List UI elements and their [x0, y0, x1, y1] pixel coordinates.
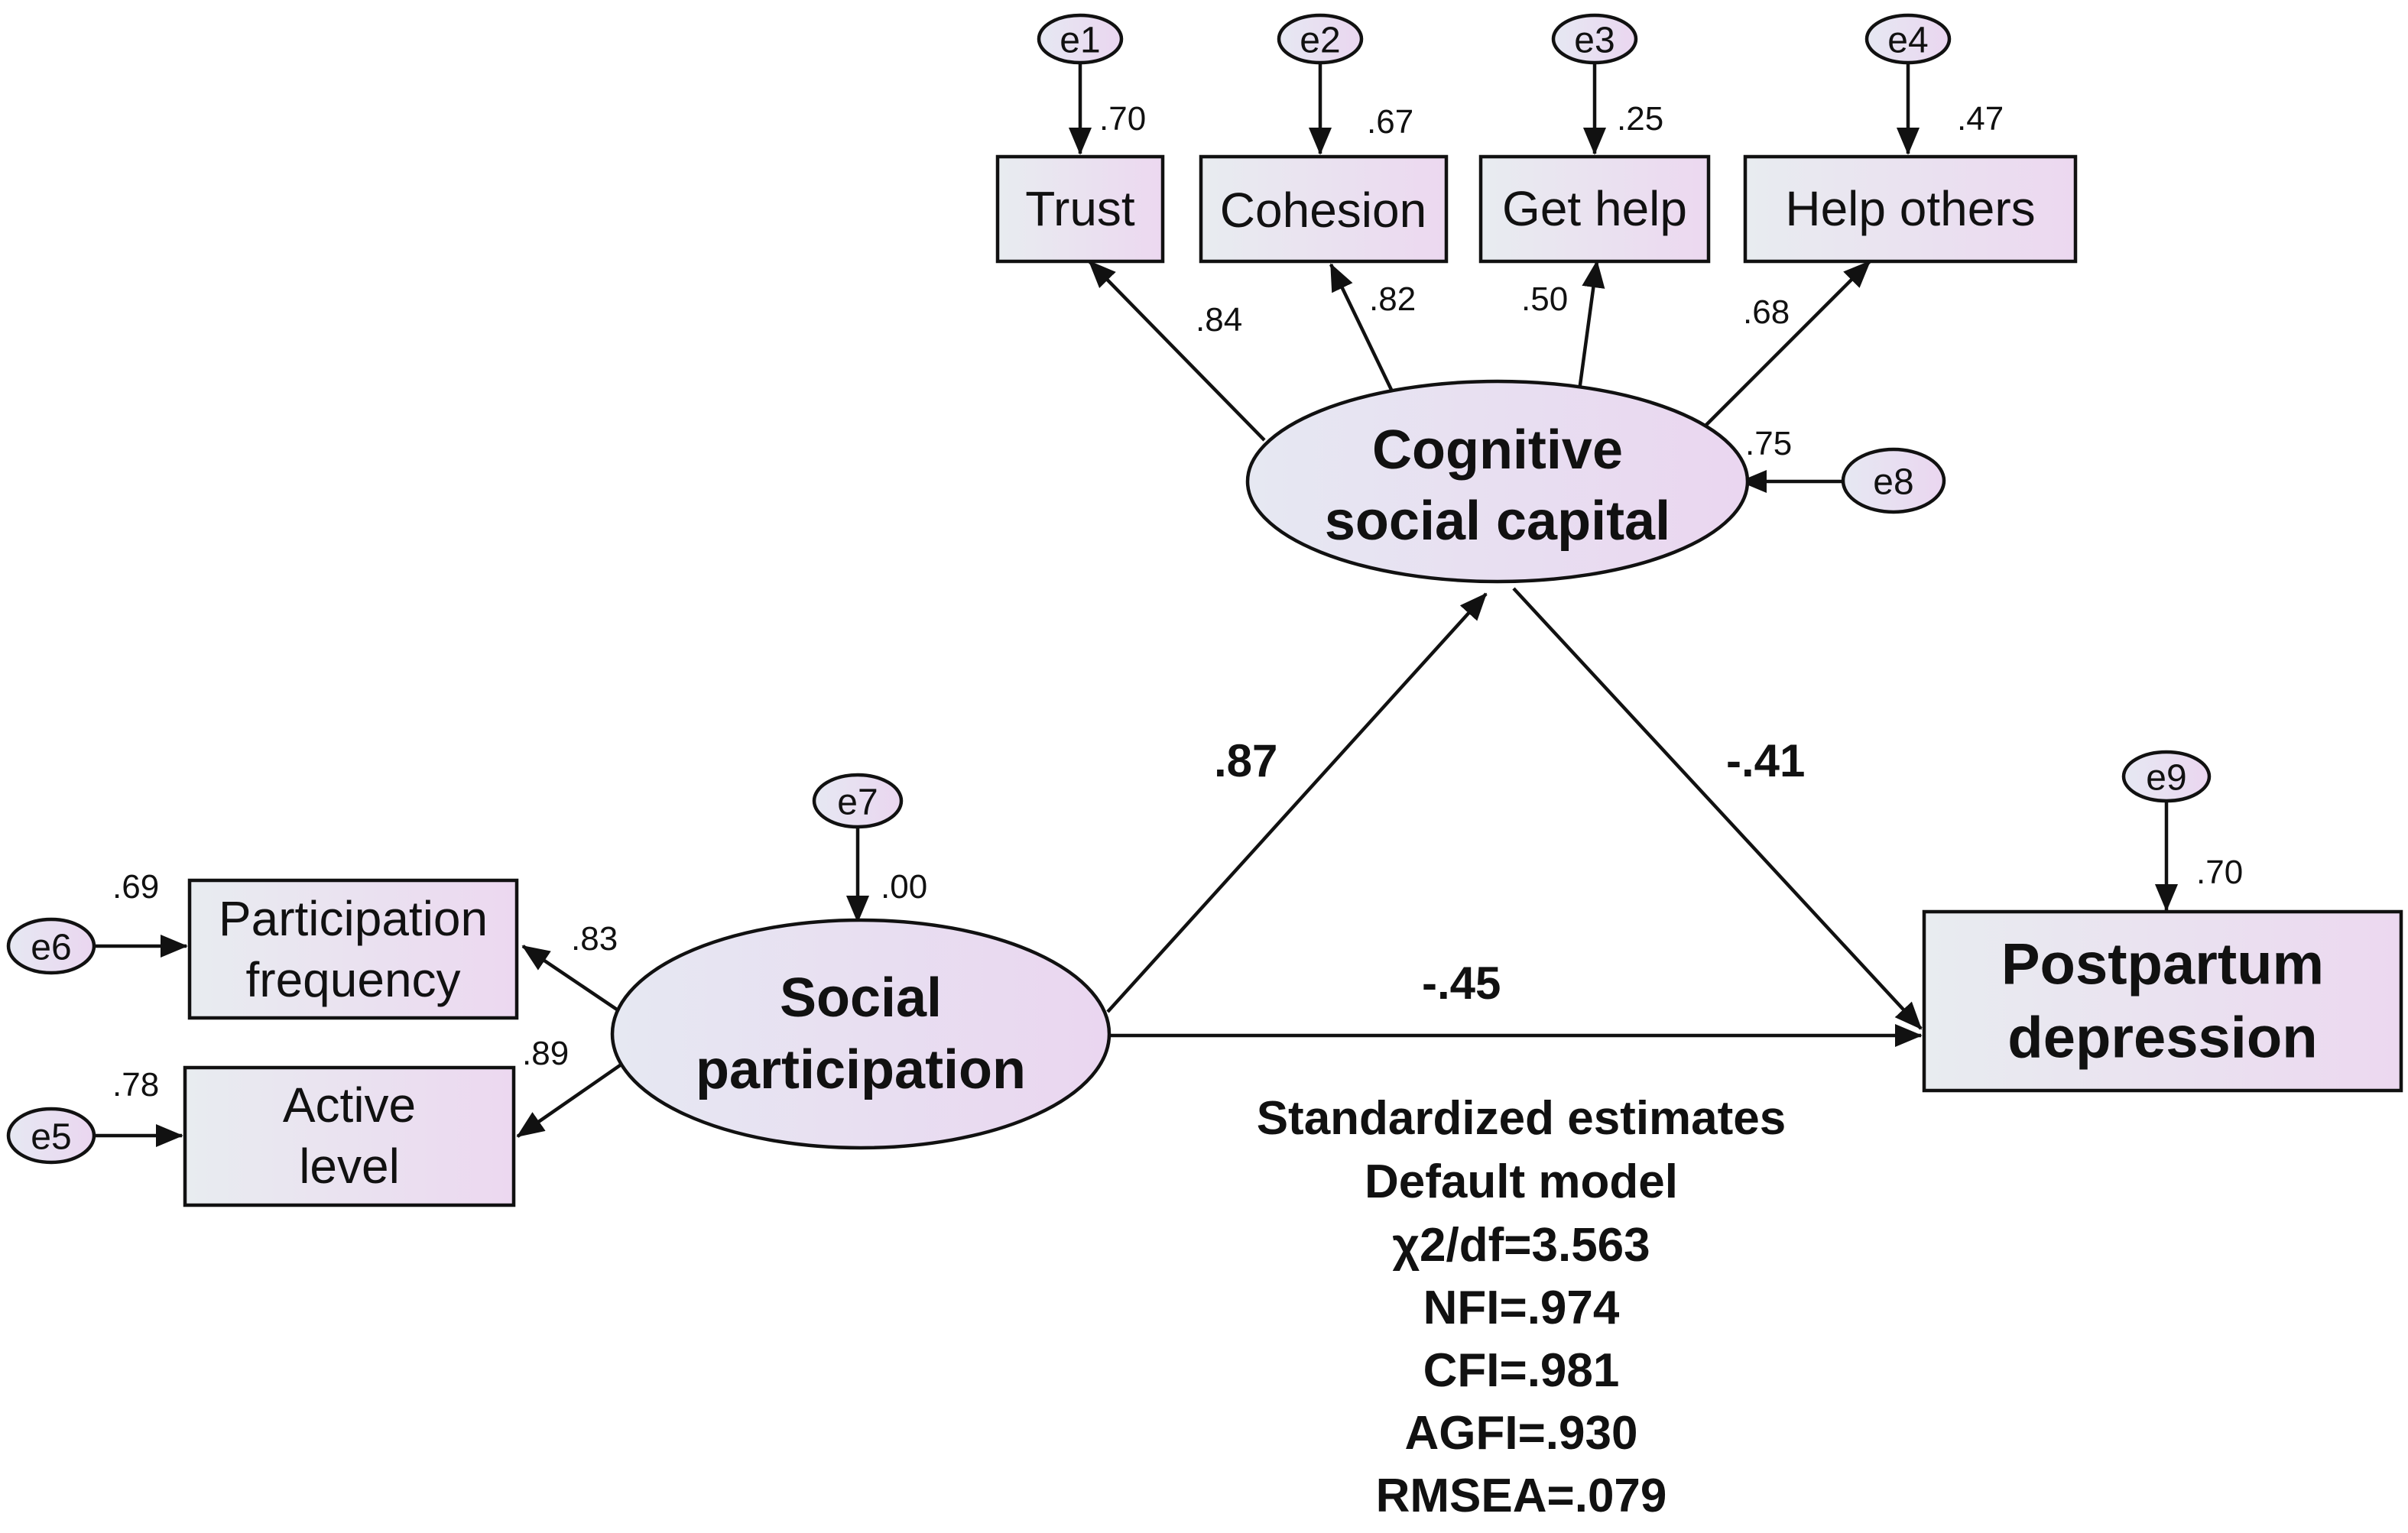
indicator-active-level: Active level — [183, 1065, 516, 1207]
indicator-trust-label: Trust — [1025, 181, 1135, 236]
arrow-cognitive-get-help — [1577, 260, 1605, 391]
error-e9-label: e9 — [2146, 758, 2186, 799]
error-e3: e3 — [1551, 13, 1638, 65]
loading-help-others: .68 — [1743, 293, 1790, 331]
arrow-social-participation-frequency — [521, 945, 618, 1011]
error-e2-label: e2 — [1300, 21, 1340, 61]
path-cognitive-to-outcome: -.41 — [1726, 735, 1805, 786]
error-e6-label: e6 — [31, 928, 71, 968]
error-e4-label: e4 — [1887, 21, 1928, 61]
error-e4: e4 — [1864, 13, 1952, 65]
loading-participation-frequency: .83 — [571, 920, 618, 958]
error-e1-label: e1 — [1060, 21, 1100, 61]
r2-cohesion: .67 — [1367, 103, 1413, 141]
loading-cohesion: .82 — [1369, 280, 1416, 318]
fit-line-chi-square: χ2/df=3.563 — [1392, 1219, 1650, 1272]
latent-cognitive-line2: social capital — [1325, 491, 1670, 552]
path-social-to-cognitive: .87 — [1214, 735, 1277, 786]
fit-line-rmsea: RMSEA=.079 — [1376, 1470, 1667, 1522]
error-e1: e1 — [1037, 13, 1124, 65]
r2-participation-frequency: .69 — [112, 868, 159, 906]
loading-trust: .84 — [1196, 301, 1242, 339]
indicator-cohesion-label: Cohesion — [1220, 183, 1426, 238]
arrow-social-active-level — [516, 1062, 624, 1138]
fit-line-cfi: CFI=.981 — [1423, 1344, 1620, 1397]
indicator-participation-frequency: Participation frequency — [187, 878, 519, 1020]
latent-cognitive-line1: Cognitive — [1372, 420, 1623, 481]
r2-cognitive: .75 — [1745, 425, 1792, 462]
arrow-cognitive-trust — [1088, 260, 1266, 442]
loading-get-help: .50 — [1521, 280, 1568, 318]
r2-outcome: .70 — [2196, 854, 2243, 891]
r2-trust: .70 — [1099, 100, 1146, 138]
arrow-cognitive-help-others — [1699, 260, 1871, 433]
error-e9: e9 — [2121, 750, 2212, 803]
latent-social-participation: Social participation — [610, 918, 1112, 1150]
arrow-social-to-cognitive — [1106, 592, 1488, 1013]
model-fit-summary: Standardized estimates Default model χ2/… — [1257, 1092, 1787, 1522]
error-e5-label: e5 — [31, 1117, 71, 1158]
indicator-active-level-line1: Active — [283, 1078, 416, 1133]
r2-active-level: .78 — [112, 1066, 159, 1104]
indicator-help-others: Help others — [1743, 154, 2078, 264]
outcome-line2: depression — [2007, 1006, 2317, 1071]
outcome-line1: Postpartum — [2001, 932, 2324, 997]
indicator-trust: Trust — [995, 154, 1165, 264]
error-e7: e7 — [812, 773, 904, 829]
outcome-postpartum-depression: Postpartum depression — [1922, 909, 2403, 1093]
error-e7-label: e7 — [837, 783, 878, 823]
latent-cognitive-social-capital: Cognitive social capital — [1245, 379, 1750, 584]
error-e2: e2 — [1277, 13, 1364, 65]
error-e6: e6 — [6, 917, 96, 975]
error-e5: e5 — [6, 1107, 96, 1165]
indicator-participation-frequency-line2: frequency — [245, 952, 460, 1007]
path-social-to-outcome: -.45 — [1422, 958, 1501, 1009]
error-e8-label: e8 — [1873, 462, 1913, 503]
arrow-cognitive-cohesion — [1329, 263, 1395, 394]
arrow-cognitive-to-outcome — [1512, 587, 1923, 1030]
latent-social-line2: participation — [696, 1039, 1026, 1100]
fit-line-model: Default model — [1365, 1155, 1678, 1208]
fit-line-nfi: NFI=.974 — [1423, 1282, 1620, 1334]
fit-line-agfi: AGFI=.930 — [1405, 1407, 1638, 1460]
indicator-help-others-label: Help others — [1785, 181, 2035, 236]
indicator-cohesion: Cohesion — [1199, 154, 1449, 264]
indicator-participation-frequency-line1: Participation — [219, 891, 488, 946]
error-e8: e8 — [1841, 447, 1946, 514]
r2-social-participation: .00 — [881, 868, 927, 906]
r2-get-help: .25 — [1617, 100, 1663, 138]
indicator-get-help: Get help — [1478, 154, 1711, 264]
fit-line-title: Standardized estimates — [1257, 1092, 1787, 1145]
latent-social-line1: Social — [780, 967, 942, 1029]
indicator-get-help-label: Get help — [1502, 181, 1687, 236]
indicator-active-level-line2: level — [299, 1139, 400, 1194]
loading-active-level: .89 — [522, 1035, 569, 1072]
error-e3-label: e3 — [1574, 21, 1615, 61]
r2-help-others: .47 — [1957, 100, 2004, 138]
